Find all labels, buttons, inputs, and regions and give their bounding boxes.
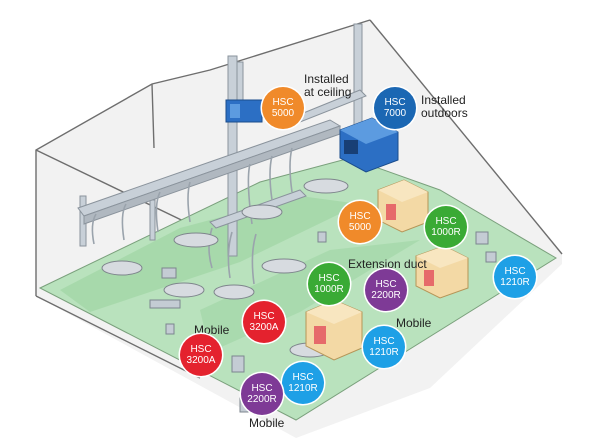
hsc-3200a-lower-badge: HSC 3200A [180,334,222,376]
hsc-3200a-upper-badge: HSC 3200A [243,301,285,343]
mobile-left-label: Mobile [194,323,230,337]
hsc-2200r-bottom-badge: HSC 2200R [241,373,283,415]
badge-model-number: 5000 [271,108,295,119]
badge-model-number: 7000 [383,108,407,119]
hsc-5000-ceiling-badge: HSC 5000 [262,87,304,129]
installed-outdoors-label: Installed outdoors [421,94,468,120]
badge-model-prefix: HSC [292,372,314,383]
badge-model-prefix: HSC [373,336,395,347]
badge-model-prefix: HSC [435,216,457,227]
hsc-1000r-right-badge: HSC 1000R [425,206,467,248]
hsc-7000-badge: HSC 7000 [374,87,416,129]
mobile-center-label: Mobile [396,316,432,330]
badge-model-prefix: HSC [504,266,526,277]
badge-model-number: 5000 [348,222,372,233]
mobile-bottom-label: Mobile [249,416,285,430]
badge-model-prefix: HSC [272,97,294,108]
badge-model-prefix: HSC [349,211,371,222]
installed-outdoors-line1: Installed [421,93,466,107]
badge-model-prefix: HSC [253,311,275,322]
badge-model-number: 1000R [314,284,344,295]
badge-model-number: 2200R [371,290,401,301]
badge-model-number: 1000R [431,227,461,238]
extension-duct-label: Extension duct [348,257,427,271]
hsc-1210r-bottom-badge: HSC 1210R [282,362,324,404]
paint-booths [305,179,469,361]
hsc-1210r-center-badge: HSC 1210R [363,326,405,368]
badge-model-number: 3200A [249,322,279,333]
badge-model-number: 1210R [369,347,399,358]
ceiling-unit [225,61,263,123]
badge-model-number: 2200R [247,394,277,405]
badge-model-number: 3200A [186,355,216,366]
badge-model-prefix: HSC [375,279,397,290]
badge-model-prefix: HSC [318,273,340,284]
installed-ceiling-label: Installed at ceiling [304,73,351,99]
badge-model-prefix: HSC [190,344,212,355]
badge-model-number: 1210R [500,277,530,288]
installed-outdoors-line2: outdoors [421,106,468,120]
badge-model-prefix: HSC [384,97,406,108]
hsc-1000r-left-badge: HSC 1000R [308,263,350,305]
workstations [149,231,497,413]
installed-ceiling-line1: Installed [304,72,349,86]
hsc-2200r-center-badge: HSC 2200R [365,269,407,311]
hsc-1210r-right-badge: HSC 1210R [494,256,536,298]
installed-ceiling-line2: at ceiling [304,85,352,99]
hsc-5000-floor-badge: HSC 5000 [339,201,381,243]
badge-model-number: 1210R [288,383,318,394]
badge-model-prefix: HSC [251,383,273,394]
